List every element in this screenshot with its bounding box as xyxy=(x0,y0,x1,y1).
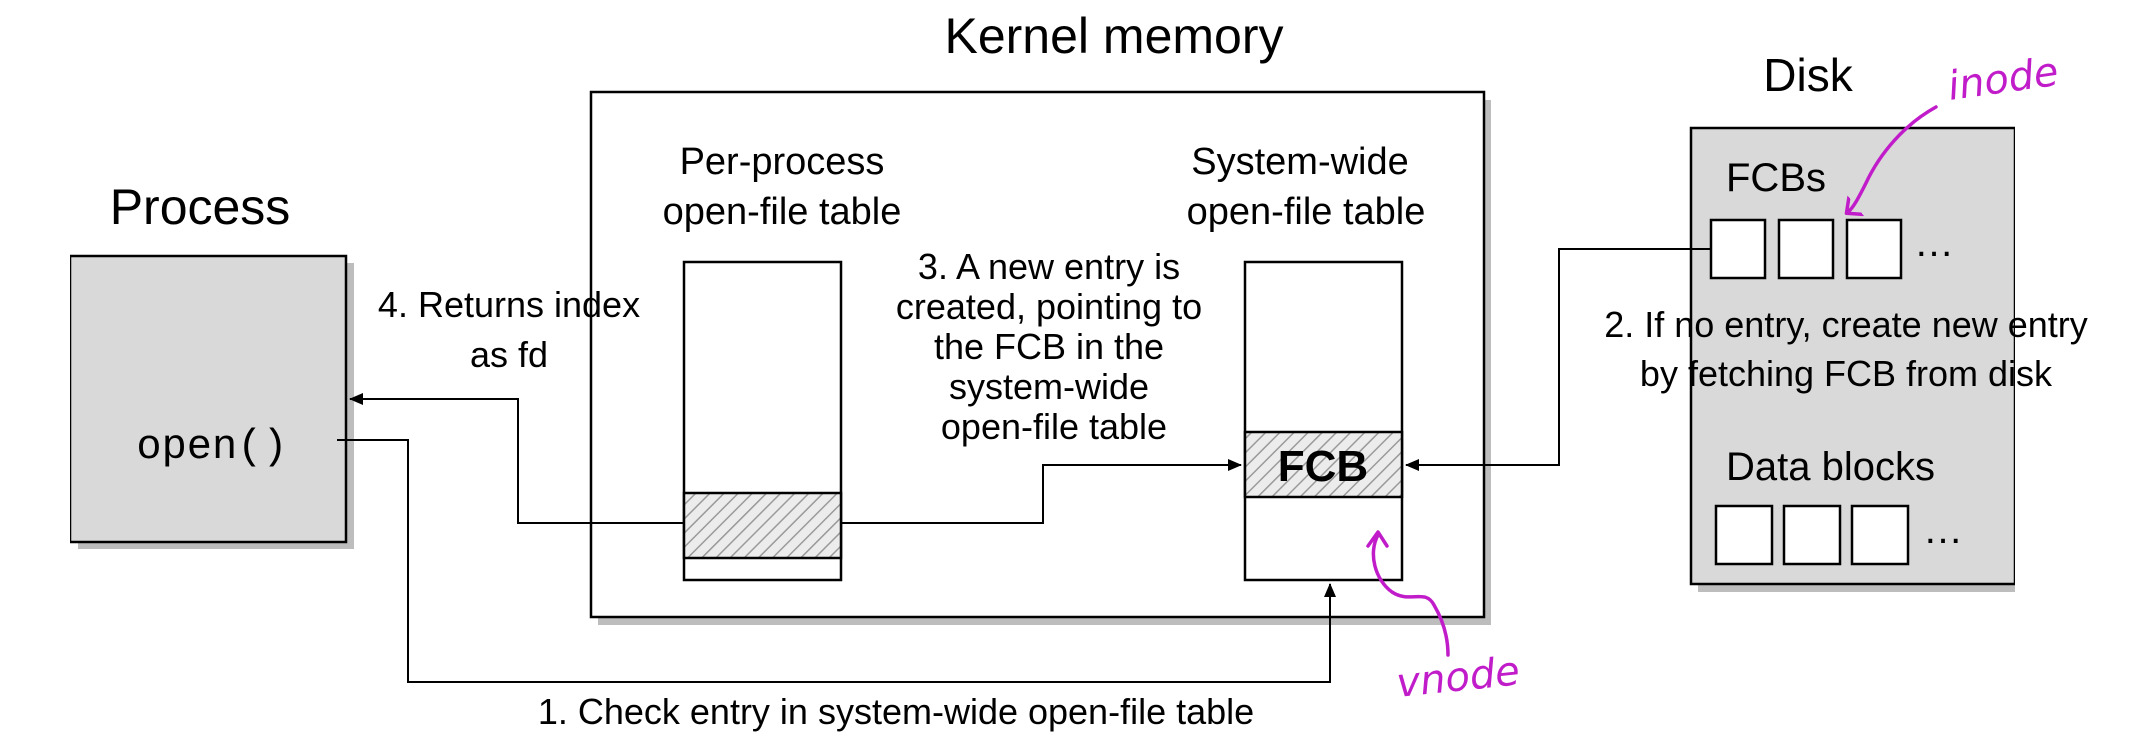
step3-line1: 3. A new entry is xyxy=(918,246,1180,287)
fcbs-label: FCBs xyxy=(1726,156,1826,200)
fcb-block-1 xyxy=(1709,218,1767,280)
step2-line2: by fetching FCB from disk xyxy=(1640,353,2053,394)
disk-box-right-mask xyxy=(2015,120,2045,600)
kernel-memory-title: Kernel memory xyxy=(945,8,1284,64)
step3-line5: open-file table xyxy=(941,406,1167,447)
system-wide-title-line2: open-file table xyxy=(1187,191,1426,233)
inode-annotation-arrow xyxy=(1848,105,1938,212)
step4-arrow xyxy=(349,393,684,524)
step3-arrow xyxy=(841,459,1242,524)
process-box xyxy=(68,254,348,544)
step3-line3: the FCB in the xyxy=(934,326,1164,367)
system-wide-fcb-entry xyxy=(1243,430,1404,499)
data-block-3 xyxy=(1850,504,1910,566)
step4-line1: 4. Returns index xyxy=(378,284,640,325)
system-wide-title-line1: System-wide xyxy=(1191,141,1409,183)
system-wide-table xyxy=(1243,260,1404,582)
open-call-label: open() xyxy=(136,423,287,471)
fcbs-ellipsis: … xyxy=(1914,221,1954,265)
step2-line1: 2. If no entry, create new entry xyxy=(1604,304,2088,345)
vnode-annotation: vnode xyxy=(1394,648,1522,707)
inode-annotation: inode xyxy=(1945,49,2061,110)
vnode-annotation-curve xyxy=(1371,533,1450,657)
data-blocks-label: Data blocks xyxy=(1726,445,1935,489)
data-block-2 xyxy=(1782,504,1842,566)
process-title: Process xyxy=(110,179,291,235)
data-block-1 xyxy=(1714,504,1774,566)
per-process-table-entry xyxy=(682,491,843,560)
vnode-annotation-tip xyxy=(1366,530,1389,548)
fcb-entry-label: FCB xyxy=(1278,442,1368,491)
per-process-title-line2: open-file table xyxy=(663,191,902,233)
step1-arrow xyxy=(337,439,1336,683)
step3-line2: created, pointing to xyxy=(896,286,1202,327)
disk-title: Disk xyxy=(1763,49,1853,101)
step1-label: 1. Check entry in system-wide open-file … xyxy=(538,691,1254,732)
fcb-block-3 xyxy=(1845,218,1903,280)
step4-line2: as fd xyxy=(470,334,548,375)
process-box-left-mask xyxy=(64,250,70,550)
per-process-title-line1: Per-process xyxy=(680,141,885,183)
step3-line4: system-wide xyxy=(949,366,1149,407)
step2-arrow xyxy=(1405,248,1711,471)
fcb-block-2 xyxy=(1777,218,1835,280)
data-blocks-ellipsis: … xyxy=(1923,508,1963,552)
